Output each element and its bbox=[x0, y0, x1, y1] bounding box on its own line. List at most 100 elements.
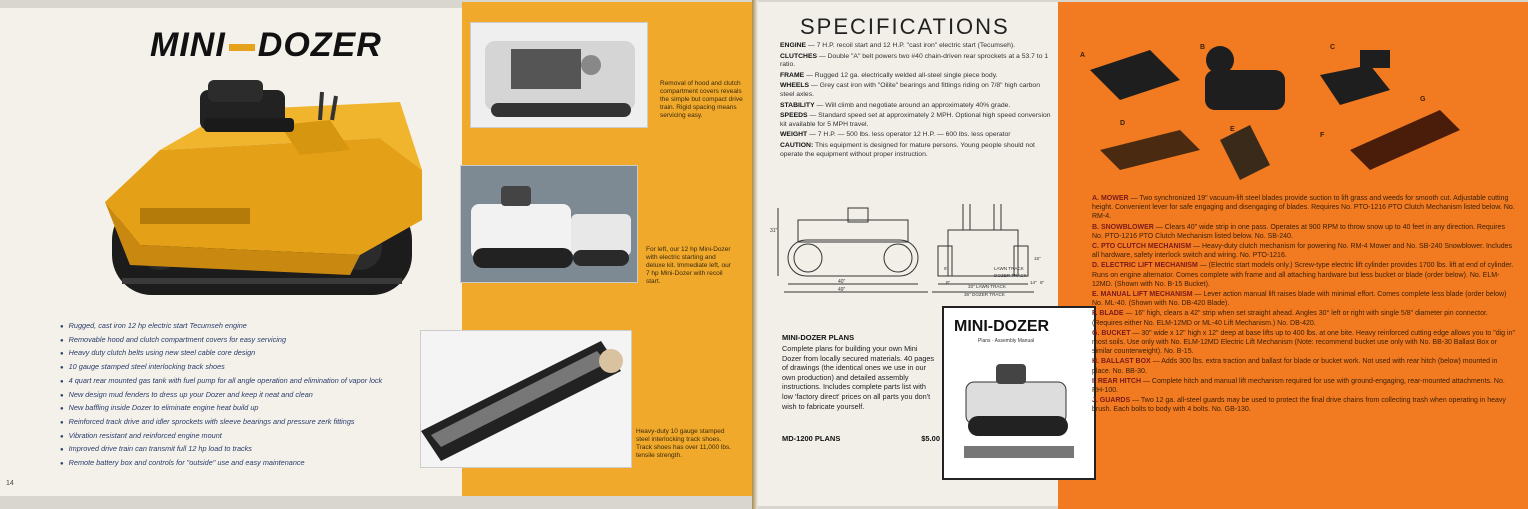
photo-label: E bbox=[1230, 126, 1235, 133]
attachment-text: — Adds 300 lbs. extra traction and balla… bbox=[1092, 358, 1498, 375]
attachment-list: A. MOWER — Two synchronized 19" vacuum-l… bbox=[1092, 194, 1517, 416]
attachment-item: J. GUARDS — Two 12 ga. all-steel guards … bbox=[1092, 396, 1517, 414]
feature-item: 4 quart rear mounted gas tank with fuel … bbox=[60, 375, 450, 389]
photo-label: D bbox=[1120, 120, 1126, 127]
plans-price: $5.00 bbox=[921, 434, 940, 443]
feature-item: Rugged, cast iron 12 hp electric start T… bbox=[60, 320, 450, 334]
attachment-text: — Complete hitch and manual lift mechani… bbox=[1092, 377, 1505, 395]
plans-description: Complete plans for building your own Min… bbox=[782, 344, 935, 411]
photo-label: F bbox=[1320, 132, 1325, 139]
spec-text: — Will climb and negotiate around an app… bbox=[816, 101, 1011, 109]
dim-lawn-track: LAWN TRACK bbox=[994, 266, 1024, 271]
dimension-drawing bbox=[777, 204, 1034, 293]
feature-item: Remote battery box and controls for "out… bbox=[60, 457, 450, 471]
attachment-label: F. BLADE bbox=[1092, 310, 1124, 318]
attachment-text: — Heavy-duty clutch mechanism for poweri… bbox=[1092, 243, 1513, 260]
attachment-text: — Lever action manual lift raises blade … bbox=[1092, 291, 1507, 308]
dim-lawn-width: 33" LAWN TRACK bbox=[968, 284, 1006, 289]
drive-train-image bbox=[471, 23, 647, 127]
feature-item: Heavy duty clutch belts using new steel … bbox=[60, 347, 450, 361]
photo-label: G bbox=[1420, 96, 1426, 103]
spec-text: — Grey cast iron with "Oilite" bearings … bbox=[780, 82, 1040, 98]
plans-order-line: MD-1200 PLANS $5.00 bbox=[782, 434, 940, 443]
feature-item: 10 gauge stamped steel interlocking trac… bbox=[60, 361, 450, 375]
feature-item: New baffling inside Dozer to eliminate e… bbox=[60, 402, 450, 416]
dim-side2: 15" bbox=[1034, 256, 1041, 261]
spec-text: — Double "A" belt powers two #40 chain-d… bbox=[780, 52, 1049, 69]
photo-label: B bbox=[1200, 44, 1206, 51]
title-part2: DOZER bbox=[257, 26, 382, 64]
photo-label: C bbox=[1330, 44, 1336, 51]
caption-drive-train: Removal of hood and clutch compartment c… bbox=[660, 80, 743, 119]
attachment-item: G. BUCKET — 30" wide x 12" high x 12" de… bbox=[1092, 329, 1517, 357]
feature-item: New design mud fenders to dress up your … bbox=[60, 389, 450, 403]
dim-track1: 8" bbox=[946, 280, 951, 285]
spec-label: ENGINE bbox=[780, 42, 807, 49]
page-number: 14 bbox=[6, 480, 14, 487]
attachment-text: — 16" high, clears a 42" strip when set … bbox=[1092, 310, 1488, 327]
attachment-item: I. REAR HITCH — Complete hitch and manua… bbox=[1092, 377, 1517, 395]
spec-label: SPEEDS bbox=[780, 112, 808, 120]
spec-row: STABILITY — Will climb and negotiate aro… bbox=[780, 102, 1052, 111]
spec-row: WEIGHT — 7 H.P. — 500 lbs. less operator… bbox=[780, 131, 1052, 140]
photo-models bbox=[460, 165, 638, 283]
feature-list: Rugged, cast iron 12 hp electric start T… bbox=[60, 320, 450, 471]
spec-row: FRAME — Rugged 12 ga. electrically welde… bbox=[780, 72, 1052, 81]
spec-row: WHEELS — Grey cast iron with "Oilite" be… bbox=[780, 82, 1052, 99]
attachment-label: J. GUARDS bbox=[1092, 397, 1131, 405]
spine-fold bbox=[752, 0, 758, 509]
feature-item: Improved drive train can transmit full 1… bbox=[60, 443, 450, 457]
spec-row: SPEEDS — Standard speed set at approxima… bbox=[780, 112, 1052, 129]
dim-length1: 40" bbox=[838, 279, 846, 285]
attachment-label: H. BALLAST BOX bbox=[1092, 358, 1151, 366]
spec-row: ENGINE — 7 H.P. recoil start and 12 H.P.… bbox=[780, 42, 1052, 51]
spec-label: CAUTION: bbox=[780, 141, 814, 149]
plans-heading: MINI-DOZER PLANS bbox=[782, 333, 855, 342]
manual-dozer-image bbox=[964, 364, 1074, 458]
spec-label: WEIGHT bbox=[780, 131, 808, 139]
spec-text: — Standard speed set at approximately 2 … bbox=[780, 112, 1051, 128]
attachment-item: F. BLADE — 16" high, clears a 42" strip … bbox=[1092, 309, 1517, 327]
plans-code: MD-1200 PLANS bbox=[782, 434, 841, 443]
spec-label: STABILITY bbox=[780, 101, 815, 109]
attachment-item: H. BALLAST BOX — Adds 300 lbs. extra tra… bbox=[1092, 357, 1517, 375]
spec-row: CAUTION: This equipment is designed for … bbox=[780, 142, 1052, 159]
attachment-text: — Two 12 ga. all-steel guards may be use… bbox=[1092, 397, 1506, 414]
photo-label: A bbox=[1080, 52, 1086, 59]
dim-dozer-width: 36" DOZER TRACK bbox=[964, 292, 1005, 297]
manual-subtitle: Plans · Assembly Manual bbox=[978, 338, 1035, 344]
dozer-illustration bbox=[105, 80, 422, 295]
attachment-item: B. SNOWBLOWER — Clears 40" wide strip in… bbox=[1092, 223, 1517, 241]
dim-dozer-track: DOZER TRACK bbox=[994, 273, 1027, 278]
dim-side3: 6" bbox=[1040, 280, 1045, 285]
attachment-text: — Two synchronized 19" vacuum-lift steel… bbox=[1092, 195, 1515, 221]
spec-label: FRAME bbox=[780, 71, 805, 79]
attachment-label: G. BUCKET bbox=[1092, 329, 1131, 337]
track-shoes-image bbox=[421, 331, 631, 467]
spec-list: ENGINE — 7 H.P. recoil start and 12 H.P.… bbox=[780, 42, 1052, 161]
photo-track-shoes bbox=[420, 330, 632, 468]
spec-label: WHEELS bbox=[780, 82, 810, 90]
caption-models: For left, our 12 hp Mini-Dozer with elec… bbox=[646, 246, 731, 285]
spec-text: — 7 H.P. — 500 lbs. less operator 12 H.P… bbox=[809, 131, 1011, 139]
attachment-label: D. ELECTRIC LIFT MECHANISM bbox=[1092, 262, 1198, 270]
manual-title: MINI-DOZER bbox=[954, 318, 1050, 335]
feature-item: Reinforced track drive and idler sprocke… bbox=[60, 416, 450, 430]
caption-track-shoes: Heavy-duty 10 gauge stamped steel interl… bbox=[636, 428, 732, 459]
attachment-label: C. PTO CLUTCH MECHANISM bbox=[1092, 243, 1192, 251]
specifications-title: SPECIFICATIONS bbox=[800, 14, 1010, 39]
models-image bbox=[461, 166, 637, 282]
attachment-label: I. REAR HITCH bbox=[1092, 377, 1141, 385]
dim-height: 31" bbox=[770, 228, 778, 234]
attachment-label: E. MANUAL LIFT MECHANISM bbox=[1092, 291, 1193, 299]
attachment-item: D. ELECTRIC LIFT MECHANISM — (Electric s… bbox=[1092, 261, 1517, 289]
spec-text: — 7 H.P. recoil start and 12 H.P. "cast … bbox=[807, 42, 1016, 49]
attachment-text: — Clears 40" wide strip in one pass. Ope… bbox=[1092, 223, 1505, 240]
feature-item: Removable hood and clutch compartment co… bbox=[60, 334, 450, 348]
attachment-item: A. MOWER — Two synchronized 19" vacuum-l… bbox=[1092, 194, 1517, 222]
attachment-item: C. PTO CLUTCH MECHANISM — Heavy-duty clu… bbox=[1092, 242, 1517, 260]
dim-track2: 14" bbox=[1030, 280, 1037, 285]
spec-text: — Rugged 12 ga. electrically welded all-… bbox=[806, 71, 998, 79]
spec-row: CLUTCHES — Double "A" belt powers two #4… bbox=[780, 53, 1052, 70]
